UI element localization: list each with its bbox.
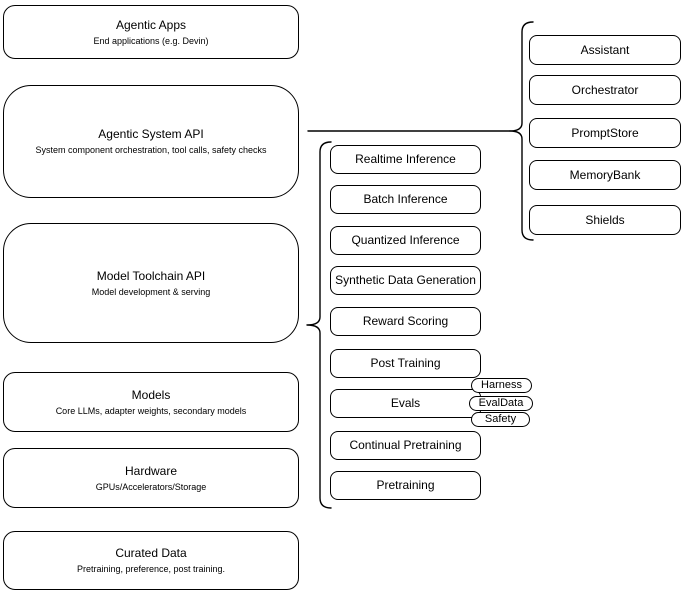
node-hardware: Hardware GPUs/Accelerators/Storage — [3, 448, 299, 508]
node-curated-data: Curated Data Pretraining, preference, po… — [3, 531, 299, 590]
node-post-training: Post Training — [330, 349, 481, 378]
node-label: Evals — [390, 396, 421, 410]
node-subtitle: GPUs/Accelerators/Storage — [95, 481, 207, 492]
node-label: Quantized Inference — [351, 233, 460, 247]
node-evals: Evals — [330, 389, 481, 418]
node-model-toolchain-api: Model Toolchain API Model development & … — [3, 223, 299, 343]
node-label: Assistant — [580, 42, 630, 57]
node-title: Model Toolchain API — [96, 268, 206, 283]
node-label: Orchestrator — [571, 82, 639, 97]
node-subtitle: Core LLMs, adapter weights, secondary mo… — [55, 405, 247, 416]
node-subtitle: Pretraining, preference, post training. — [76, 564, 226, 574]
node-synthetic-data-generation: Synthetic Data Generation — [330, 266, 481, 295]
node-pretraining: Pretraining — [330, 471, 481, 500]
node-realtime-inference: Realtime Inference — [330, 145, 481, 174]
node-label: PromptStore — [571, 125, 639, 140]
node-label: Realtime Inference — [355, 152, 456, 166]
node-title: Agentic System API — [98, 127, 204, 141]
tag-label: Safety — [484, 413, 517, 425]
brace-toolchain-components — [306, 141, 332, 509]
node-batch-inference: Batch Inference — [330, 185, 481, 214]
node-label: Synthetic Data Generation — [335, 273, 476, 287]
node-label: MemoryBank — [569, 167, 641, 182]
node-label: Shields — [585, 212, 625, 227]
node-label: Batch Inference — [363, 192, 448, 206]
node-title: Hardware — [124, 463, 178, 478]
node-subtitle: System component orchestration, tool cal… — [35, 145, 267, 155]
node-shields: Shields — [529, 205, 681, 235]
node-continual-pretraining: Continual Pretraining — [330, 431, 481, 460]
node-subtitle: End applications (e.g. Devin) — [93, 35, 209, 46]
node-agentic-system-api: Agentic System API System component orch… — [3, 85, 299, 198]
node-orchestrator: Orchestrator — [529, 75, 681, 105]
tag-label: EvalData — [478, 397, 524, 409]
node-title: Agentic Apps — [115, 17, 187, 32]
node-assistant: Assistant — [529, 35, 681, 65]
node-quantized-inference: Quantized Inference — [330, 226, 481, 255]
node-title: Models — [131, 387, 171, 402]
node-models: Models Core LLMs, adapter weights, secon… — [3, 372, 299, 432]
node-label: Reward Scoring — [362, 314, 449, 328]
node-label: Post Training — [370, 356, 441, 370]
node-reward-scoring: Reward Scoring — [330, 307, 481, 336]
node-title: Curated Data — [115, 546, 187, 560]
node-agentic-apps: Agentic Apps End applications (e.g. Devi… — [3, 5, 299, 59]
tag-harness: Harness — [471, 378, 532, 393]
node-label: Pretraining — [376, 478, 435, 492]
node-promptstore: PromptStore — [529, 118, 681, 148]
node-label: Continual Pretraining — [349, 438, 462, 452]
brace-system-components — [509, 21, 534, 241]
tag-label: Harness — [481, 379, 522, 391]
tag-safety: Safety — [471, 412, 530, 427]
node-subtitle: Model development & serving — [91, 286, 211, 297]
node-memorybank: MemoryBank — [529, 160, 681, 190]
tag-evaldata: EvalData — [469, 396, 533, 411]
